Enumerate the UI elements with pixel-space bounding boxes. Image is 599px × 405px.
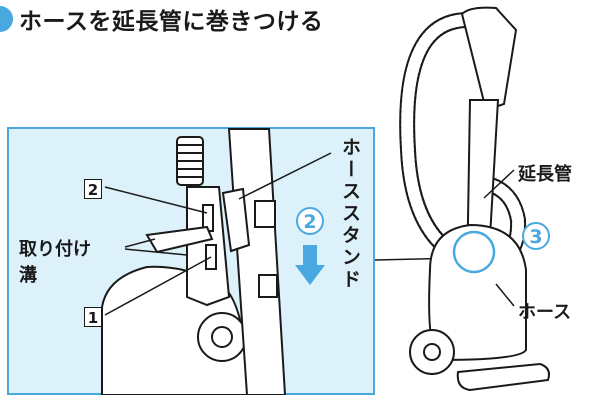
- hose-stand-shape: [221, 187, 251, 253]
- down-arrow-icon: [295, 245, 325, 285]
- extension-pipe-label: 延長管: [518, 164, 572, 185]
- hose-stand-label: ホーススタンド: [339, 137, 361, 291]
- callout-2-leader: [104, 186, 208, 214]
- wheel-hub-shape: [211, 326, 233, 348]
- extension-pipe-leader: [483, 169, 515, 199]
- floor-nozzle-shape: [456, 362, 550, 392]
- detail-inset: 2 1 取り付け 溝 2 ホーススタンド: [7, 127, 375, 395]
- groove-leader-lower: [124, 248, 188, 256]
- callout-1-box: 1: [84, 307, 102, 327]
- step-title-text: ホースを延長管に巻きつける: [19, 9, 324, 35]
- handle-shape: [460, 6, 518, 112]
- inset-drawing: [101, 128, 332, 395]
- hose-leader: [495, 283, 515, 307]
- groove-ledge-shape: [145, 225, 214, 254]
- callout-1-leader: [104, 256, 212, 316]
- hose-shape: [176, 136, 204, 186]
- hose-stand-leader: [238, 152, 332, 200]
- step-title: ホースを延長管に巻きつける: [0, 2, 323, 36]
- step-3-badge: 3: [522, 222, 550, 250]
- step-badge-icon: [0, 6, 13, 32]
- hose-label: ホース: [518, 302, 572, 323]
- groove-leader-upper: [124, 238, 156, 248]
- step-2-badge: 2: [296, 207, 324, 235]
- groove-label-line2: 溝: [19, 265, 37, 286]
- groove-label-line1: 取り付け: [19, 239, 91, 260]
- pipe-clip-shape: [254, 200, 276, 228]
- callout-2-box: 2: [84, 179, 102, 199]
- hose-stand-highlight: [452, 230, 496, 274]
- pipe-clip-lower-shape: [258, 274, 278, 298]
